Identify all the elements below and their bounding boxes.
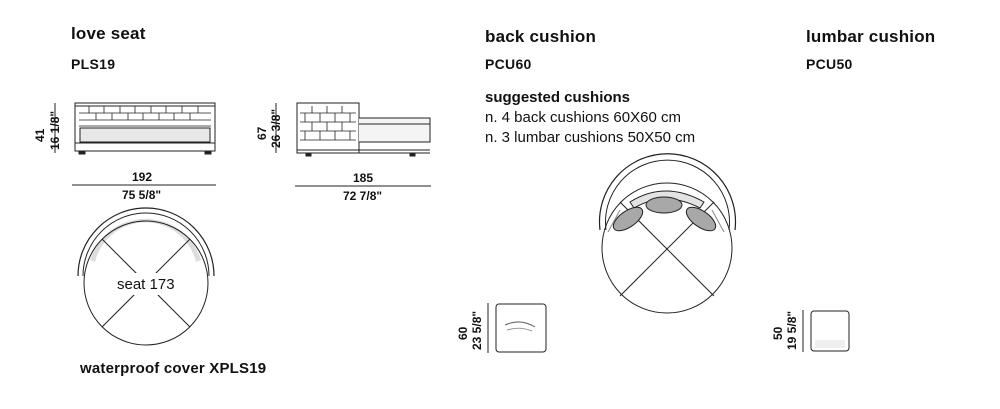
love-seat-code: PLS19 [71,56,116,72]
seat-label: seat 173 [117,276,175,293]
side-depth-in: 72 7/8" [343,189,383,203]
suggested-cushions-line-1: n. 4 back cushions 60X60 cm [485,109,681,126]
side-depth-cm: 185 [353,171,374,185]
front-height-cm: 41 [33,128,47,142]
front-width-cm: 192 [132,170,153,184]
back-cushion-code: PCU60 [485,56,532,72]
lumbar-cushion-title: lumbar cushion [806,27,936,46]
side-height-cm: 67 [255,126,269,140]
lumbar-cushion-height-cm: 50 [771,326,785,340]
front-width-in: 75 5/8" [122,188,162,202]
lumbar-cushion-height-in: 19 5/8" [785,310,799,350]
back-cushion-height-cm: 60 [456,326,470,340]
love-seat-title: love seat [71,24,146,43]
suggested-cushions-title: suggested cushions [485,89,631,106]
side-height-in: 26 3/8" [269,108,283,148]
back-cushion-title: back cushion [485,27,597,46]
back-cushion-height-in: 23 5/8" [470,310,484,350]
waterproof-cover-label: waterproof cover XPLS19 [80,360,267,377]
lumbar-cushion-code: PCU50 [806,56,853,72]
front-height-in: 16 1/8" [48,110,62,150]
suggested-cushions-line-2: n. 3 lumbar cushions 50X50 cm [485,129,696,146]
